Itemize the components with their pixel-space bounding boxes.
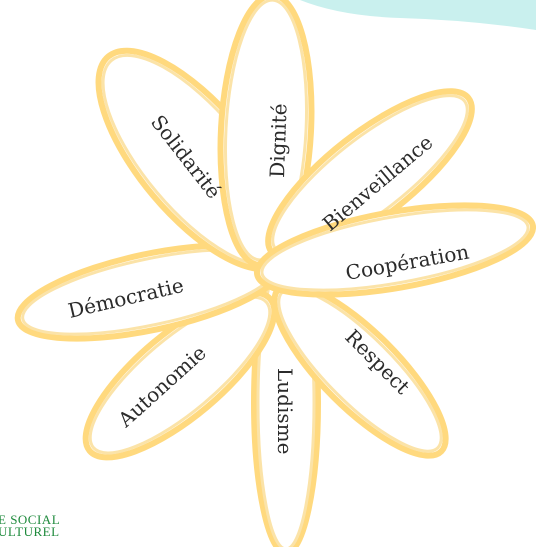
label-dignite: Dignité bbox=[265, 103, 292, 178]
petal-cooperation bbox=[253, 202, 536, 298]
petal-autonomie bbox=[82, 289, 278, 461]
organization-logo-text: E SOCIAL ULTUREL bbox=[0, 512, 61, 539]
org-line-1: E SOCIAL bbox=[0, 512, 61, 527]
label-ludisme: Ludisme bbox=[273, 368, 297, 454]
teal-blob-decoration bbox=[300, 0, 536, 30]
org-line-2: ULTUREL bbox=[0, 524, 60, 539]
